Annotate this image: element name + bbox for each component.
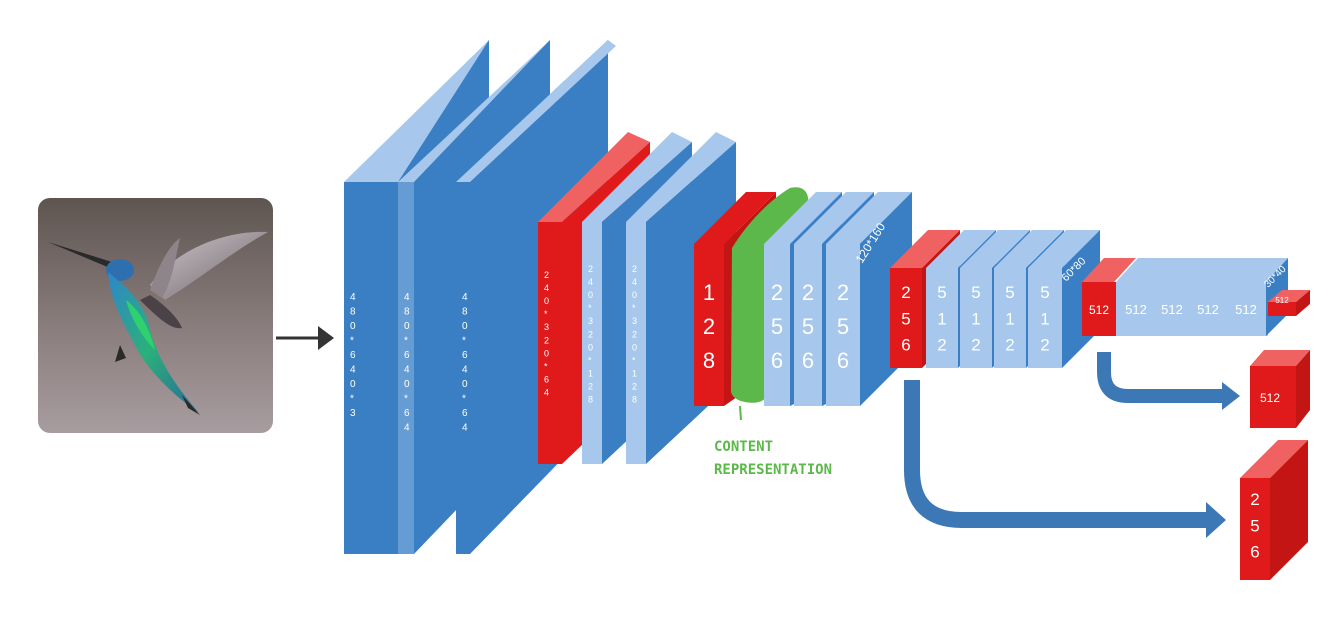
layer-label-conv5-4: 512 (1235, 302, 1257, 317)
output-512-label: 512 (1260, 391, 1280, 405)
input-image (38, 198, 273, 433)
hummingbird-icon (48, 231, 268, 415)
layer-label-pool4: 512 (1089, 303, 1109, 317)
layer-block5: 512 512 512 512 30*40 (1116, 258, 1289, 336)
layer-label-conv5-1: 512 (1125, 302, 1147, 317)
layer-label-conv5-2: 512 (1161, 302, 1183, 317)
layer-pool5: 512 (1268, 290, 1310, 316)
layer-label-conv5-3: 512 (1197, 302, 1219, 317)
arrow-to-output-512 (1097, 352, 1240, 410)
annotation-line-2: REPRESENTATION (714, 462, 832, 478)
content-representation-annotation: CONTENT REPRESENTATION (714, 439, 832, 478)
layer-label-pool5: 512 (1275, 296, 1289, 305)
content-highlight (730, 187, 809, 421)
arrow-to-output-256 (904, 380, 1226, 538)
annotation-line-1: CONTENT (714, 439, 773, 455)
input-arrow (276, 326, 334, 350)
layer-pool4: 512 (1082, 258, 1136, 336)
output-512: 512 (1250, 350, 1310, 428)
